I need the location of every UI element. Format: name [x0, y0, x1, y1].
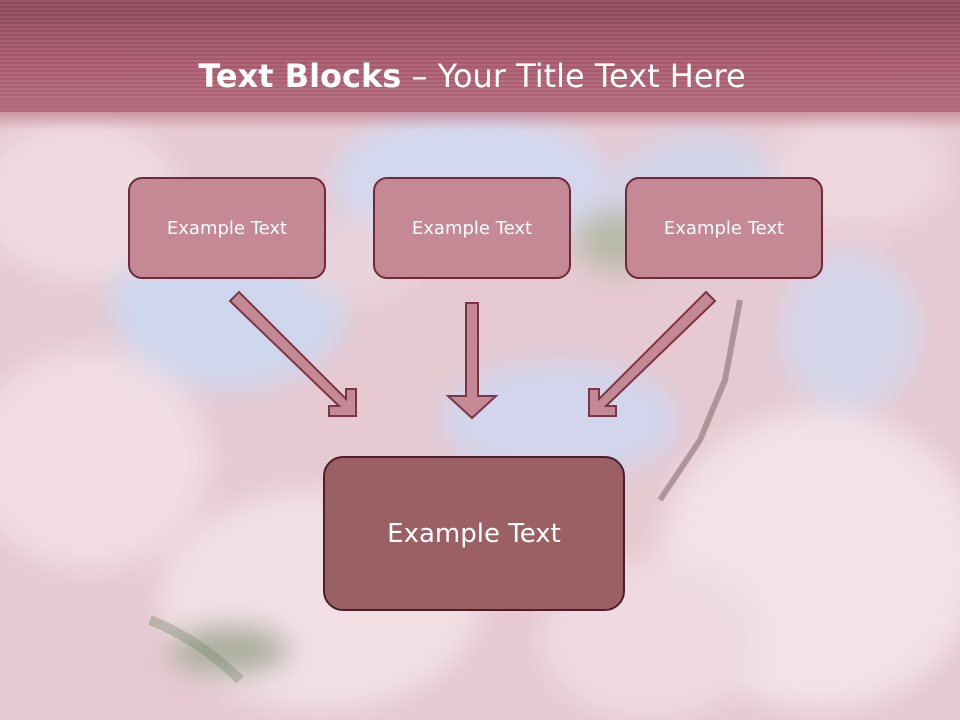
title-dash: – — [401, 57, 438, 95]
arrow-left — [228, 290, 357, 417]
text-block-1[interactable]: Example Text — [128, 177, 326, 279]
slide-title: Text Blocks – Your Title Text Here — [0, 52, 944, 100]
target-text-block[interactable]: Example Text — [323, 456, 625, 611]
title-rest: Your Title Text Here — [437, 57, 746, 95]
text-block-3-label: Example Text — [663, 217, 785, 239]
text-block-2[interactable]: Example Text — [373, 177, 571, 279]
arrow-middle — [445, 302, 499, 420]
target-text-label: Example Text — [387, 518, 561, 549]
text-block-3[interactable]: Example Text — [625, 177, 823, 279]
arrow-right — [588, 290, 717, 417]
title-bar-texture — [0, 0, 960, 112]
text-block-2-label: Example Text — [411, 217, 533, 239]
title-bar — [0, 0, 960, 112]
title-bar-fade — [0, 100, 960, 130]
text-block-1-label: Example Text — [166, 217, 288, 239]
title-bold: Text Blocks — [198, 57, 402, 95]
